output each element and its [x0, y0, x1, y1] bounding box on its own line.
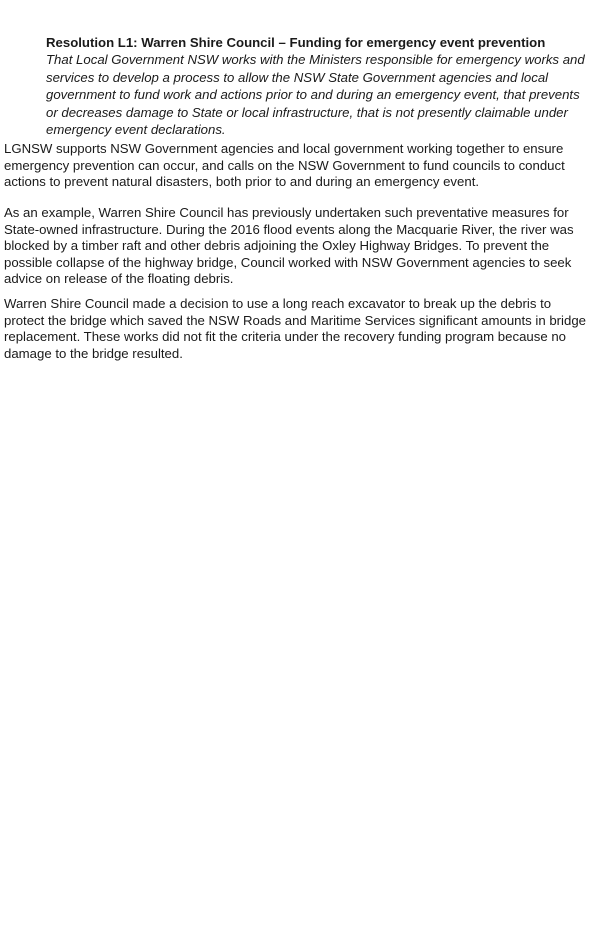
paragraph-lgnsw-support: LGNSW supports NSW Government agencies a… — [4, 141, 565, 190]
resolution-title: Resolution L1: Warren Shire Council – Fu… — [46, 35, 546, 50]
paragraph-excavator-decision: Warren Shire Council made a decision to … — [4, 296, 586, 361]
resolution-block: Resolution L1: Warren Shire Council – Fu… — [46, 34, 586, 139]
paragraph-example: As an example, Warren Shire Council has … — [4, 205, 574, 287]
resolution-text: That Local Government NSW works with the… — [46, 52, 585, 137]
